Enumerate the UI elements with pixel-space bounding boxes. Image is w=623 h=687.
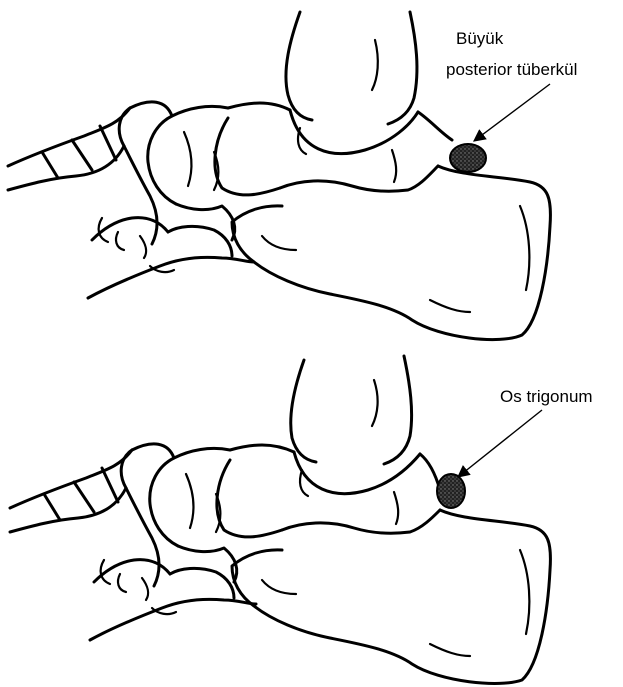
label-os-trigonum: Os trigonum xyxy=(500,387,593,406)
label-posterior-tuberkul: posterior tüberkül xyxy=(446,60,577,79)
label-bottom-group: Os trigonum xyxy=(458,387,593,477)
leader-arrow-top xyxy=(474,84,550,141)
label-top-group: Büyük posterior tüberkül xyxy=(446,29,577,141)
label-buyuk: Büyük xyxy=(456,29,504,48)
leader-arrow-bottom xyxy=(458,410,542,477)
foot-bottom xyxy=(10,356,550,683)
